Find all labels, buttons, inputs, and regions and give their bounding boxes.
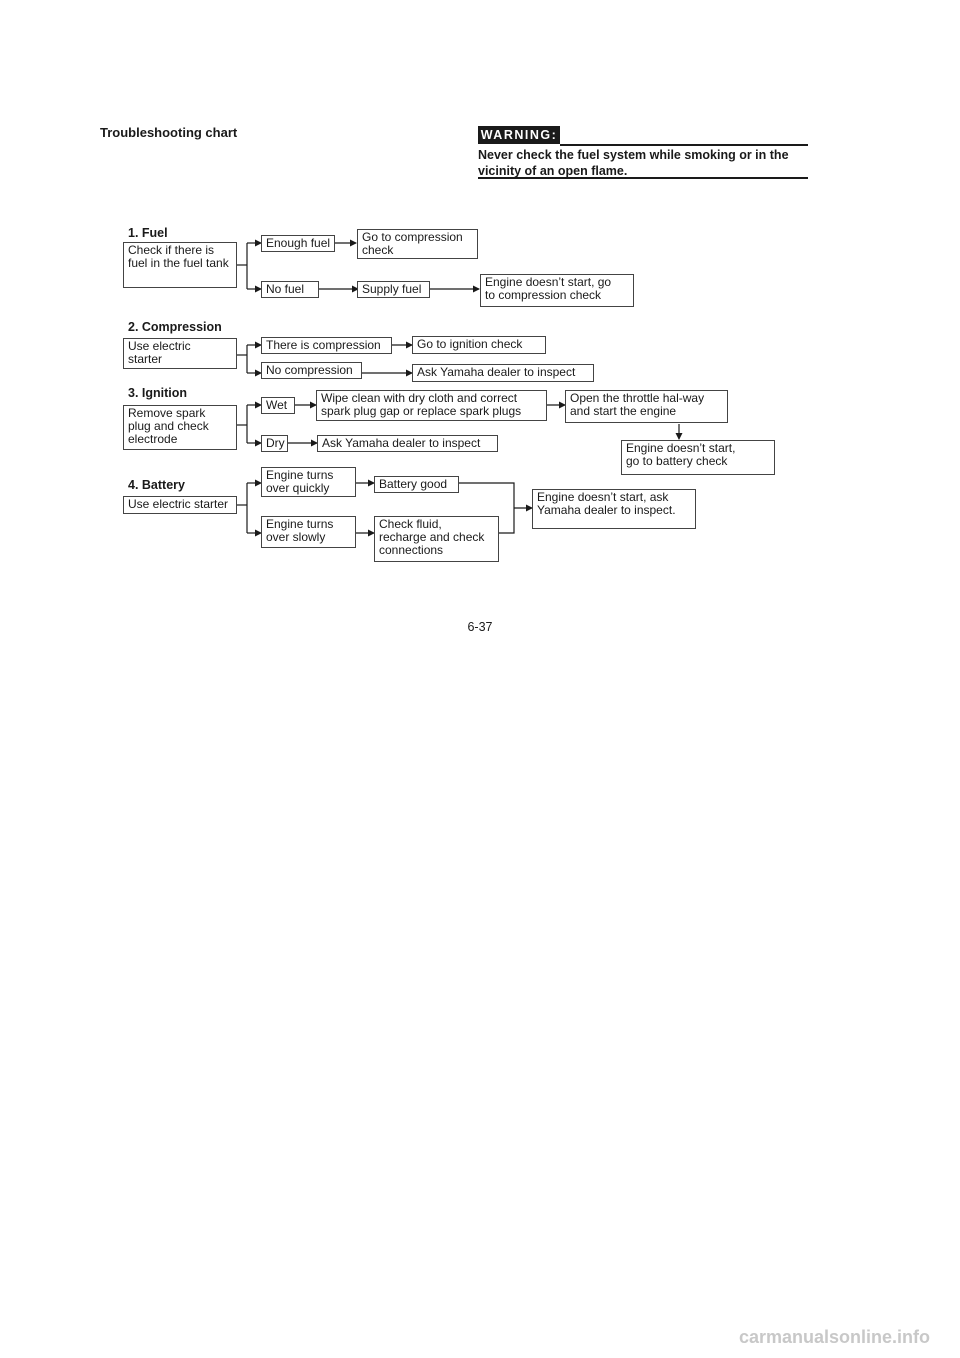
fuel-doesnt-start-box: Engine doesn’t start, go to compression … [480,274,634,307]
battery-check-box: Check fluid, recharge and check connecti… [374,516,499,562]
battery-slow-box: Engine turns over slowly [261,516,356,548]
compression-none-box: No compression [261,362,362,379]
flowchart-connectors [237,239,683,537]
ignition-dry-box: Dry [261,435,288,452]
battery-good-box: Battery good [374,476,459,493]
battery-quick-box: Engine turns over quickly [261,467,356,497]
compression-start-box: Use electric starter [123,338,237,369]
section-fuel-title: 1. Fuel [128,226,168,240]
ignition-doesnt-start-box: Engine doesn’t start, go to battery chec… [621,440,775,475]
goto-compression-box: Go to compression check [357,229,478,259]
page-title: Troubleshooting chart [100,125,238,140]
fuel-check-box: Check if there is fuel in the fuel tank [123,242,237,288]
section-ignition-title: 3. Ignition [128,386,188,400]
warning-top-rule [560,144,808,146]
section-compression-title: 2. Compression [128,320,222,334]
watermark: carmanualsonline.info [738,1327,930,1347]
warning-bottom-rule [478,177,808,179]
supply-fuel-box: Supply fuel [357,281,430,298]
page-number: 6-37 [467,620,493,634]
ignition-start-box: Remove spark plug and check electrode [123,405,237,450]
ignition-wipe-box: Wipe clean with dry cloth and correct sp… [316,390,547,421]
compression-ask-dealer-box: Ask Yamaha dealer to inspect [412,364,594,382]
fuel-none-box: No fuel [261,281,319,298]
compression-has-box: There is compression [261,337,392,354]
warning-label: WARNING: [478,126,560,144]
section-battery-title: 4. Battery [128,478,185,492]
goto-ignition-box: Go to ignition check [412,336,546,354]
ignition-ask-dealer-box: Ask Yamaha dealer to inspect [317,435,498,452]
fuel-enough-box: Enough fuel [261,235,335,252]
warning-text: Never check the fuel system while smokin… [478,148,789,178]
open-throttle-box: Open the throttle hal-way and start the … [565,390,728,423]
battery-start-box: Use electric starter [123,496,237,514]
battery-ask-dealer-box: Engine doesn’t start, ask Yamaha dealer … [532,489,696,529]
ignition-wet-box: Wet [261,397,295,414]
